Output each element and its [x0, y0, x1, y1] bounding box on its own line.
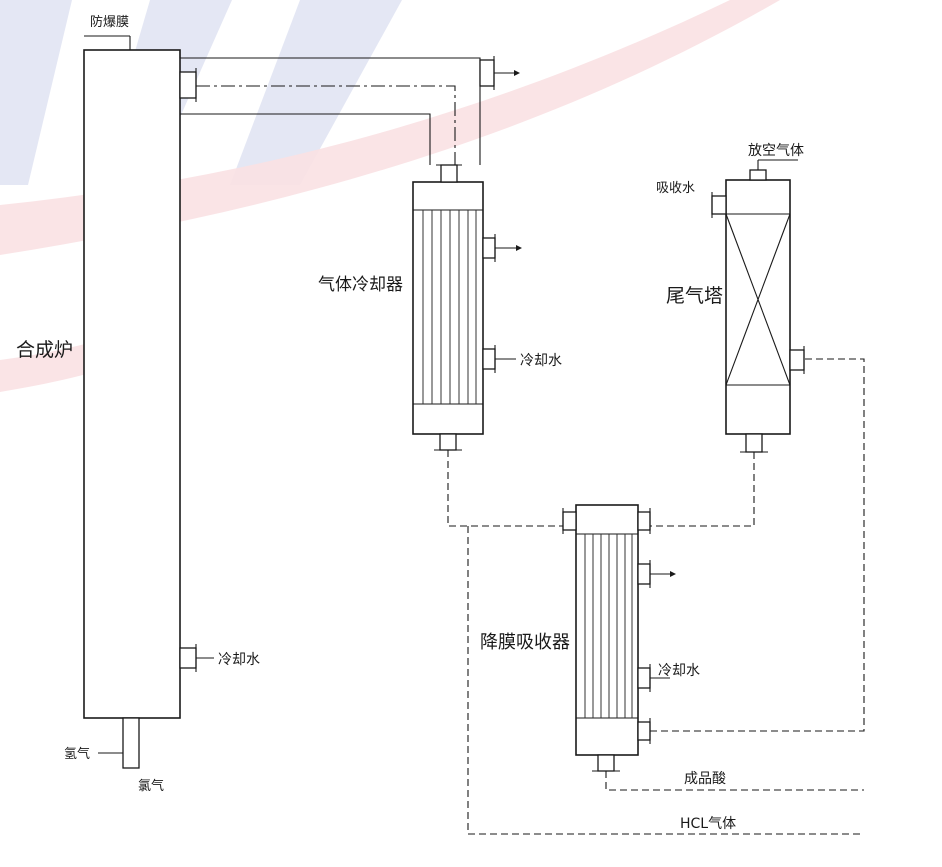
furnace-outlet-nozzle	[179, 71, 197, 99]
tail-tower-label: 尾气塔	[666, 285, 723, 307]
tail-tower-body	[725, 179, 791, 435]
gas-cooler-label: 气体冷却器	[318, 275, 403, 295]
absorber-left-inlet	[562, 511, 577, 531]
chlorine-label: 氯气	[138, 778, 164, 794]
furnace-cooler-duct	[179, 50, 514, 165]
tail-tower-gas-inlet	[789, 349, 805, 371]
film-absorber-body	[575, 504, 639, 756]
tail-tower-vent-nozzle	[749, 169, 767, 181]
tail-tower-bottom-nozzle	[745, 433, 763, 453]
hcl-gas-label: HCL气体	[680, 816, 736, 832]
absorber-water-out-nozzle	[637, 563, 651, 585]
rupture-disc-label: 防爆膜	[90, 14, 129, 30]
vent-gas-label: 放空气体	[748, 143, 804, 159]
duct-nozzle	[479, 59, 495, 87]
labels: 防爆膜 合成炉 冷却水 氢气 氯气 气体冷却器 冷却水 放空气体 吸收水 尾气塔…	[16, 14, 804, 832]
gas-cooler-water-in-nozzle	[482, 348, 496, 370]
tail-gas-tower	[711, 159, 805, 453]
gas-cooler-top-nozzle	[440, 164, 458, 183]
process-lines	[447, 358, 865, 835]
film-absorber-tubes	[584, 534, 633, 718]
absorber-water-in-nozzle	[637, 667, 651, 689]
gas-cooler-bottom-nozzle	[439, 433, 457, 451]
gas-cooler-water-out-nozzle	[482, 237, 496, 259]
film-absorber-label: 降膜吸收器	[480, 632, 570, 653]
flow-arrows	[514, 70, 676, 577]
product-acid-label: 成品酸	[684, 771, 726, 787]
furnace-body	[83, 49, 181, 719]
synthesis-furnace	[83, 35, 214, 769]
furnace-inlet-nozzle	[122, 717, 140, 769]
furnace-cooling-water-label: 冷却水	[218, 652, 260, 668]
gas-cooler-tubes	[422, 210, 477, 404]
absorber-right-inlet	[637, 511, 651, 531]
absorber-bottom-nozzle	[597, 754, 615, 772]
film-absorber	[562, 504, 670, 772]
gas-cooler-cooling-water-label: 冷却水	[520, 353, 562, 369]
absorber-cooling-water-label: 冷却水	[658, 663, 700, 679]
absorb-water-label: 吸收水	[656, 181, 695, 196]
gas-cooler	[412, 164, 516, 451]
furnace-cooling-water-nozzle	[179, 647, 197, 669]
synthesis-furnace-label: 合成炉	[16, 339, 73, 361]
hydrogen-label: 氢气	[64, 746, 90, 762]
absorber-gas-out-nozzle	[637, 721, 651, 741]
tail-tower-water-inlet	[711, 195, 727, 215]
